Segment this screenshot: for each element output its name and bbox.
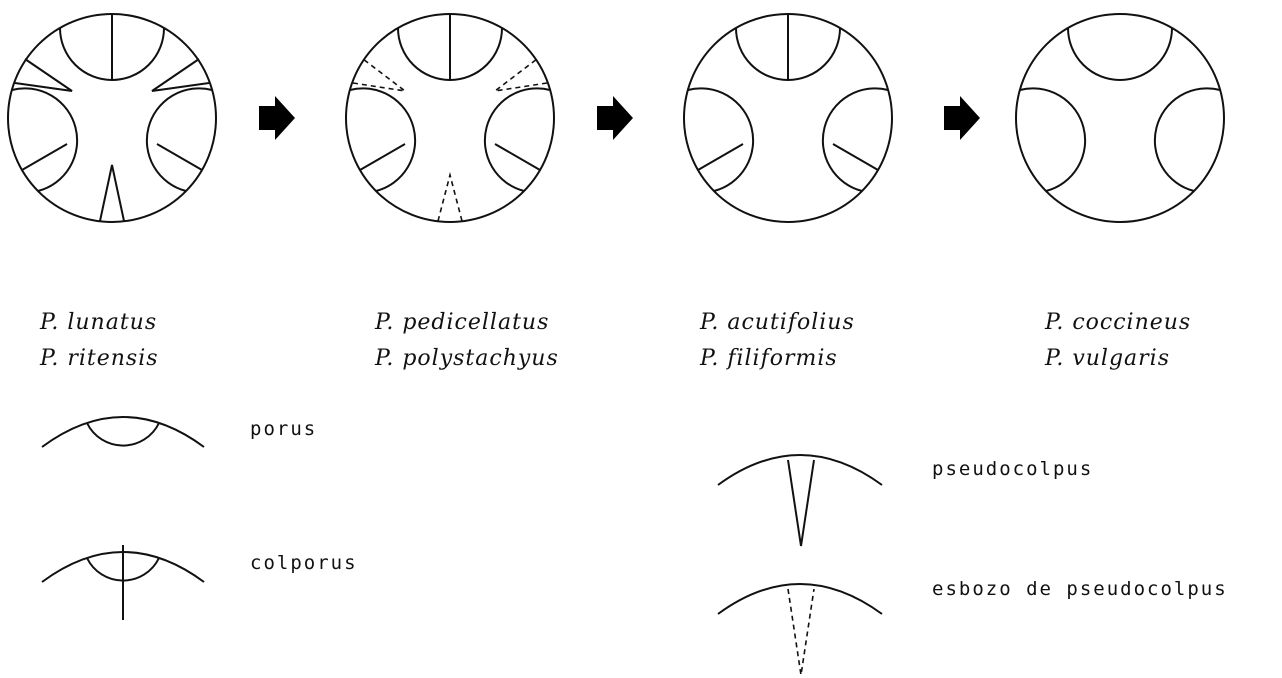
grain-diagram-2: [346, 14, 554, 222]
species-label-1b: P. ritensis: [40, 346, 159, 371]
arrow-icon-2: [597, 96, 633, 140]
arrow-icon-1: [259, 96, 295, 140]
grain-diagram-1: [8, 14, 216, 222]
grain-diagram-4: [1016, 14, 1224, 222]
colporus-right: [823, 88, 888, 191]
species-label-1a: P. lunatus: [40, 310, 157, 335]
legend-pseudocolpus-label: pseudocolpus: [932, 458, 1093, 480]
colporus-left: [688, 88, 753, 191]
legend-esbozo-label: esbozo de pseudocolpus: [932, 578, 1228, 600]
porus-top: [1068, 28, 1172, 80]
pseudocolpus-bottom: [100, 165, 124, 221]
species-label-2a: P. pedicellatus: [375, 310, 549, 335]
legend-esbozo-symbol: [718, 584, 882, 675]
colporus-right: [485, 88, 550, 191]
pseudocolpus-sketch-bottom: [438, 175, 462, 221]
legend-colporus-label: colporus: [250, 552, 358, 574]
legend-colporus-symbol: [42, 545, 204, 620]
legend-pseudocolpus-symbol: [718, 455, 882, 546]
legend-porus-label: porus: [250, 418, 317, 440]
species-label-3b: P. filiformis: [700, 346, 838, 371]
porus-right: [1155, 88, 1220, 191]
legend-porus-symbol: [42, 417, 204, 447]
porus-left: [1020, 88, 1085, 191]
species-label-4a: P. coccineus: [1045, 310, 1191, 335]
colporus-right: [147, 88, 212, 191]
arrow-icon-3: [944, 96, 980, 140]
species-label-2b: P. polystachyus: [375, 346, 559, 371]
species-label-3a: P. acutifolius: [700, 310, 855, 335]
colporus-left: [350, 88, 415, 191]
species-label-4b: P. vulgaris: [1045, 346, 1170, 371]
grain-diagram-3: [684, 14, 892, 222]
colporus-left: [12, 88, 77, 191]
